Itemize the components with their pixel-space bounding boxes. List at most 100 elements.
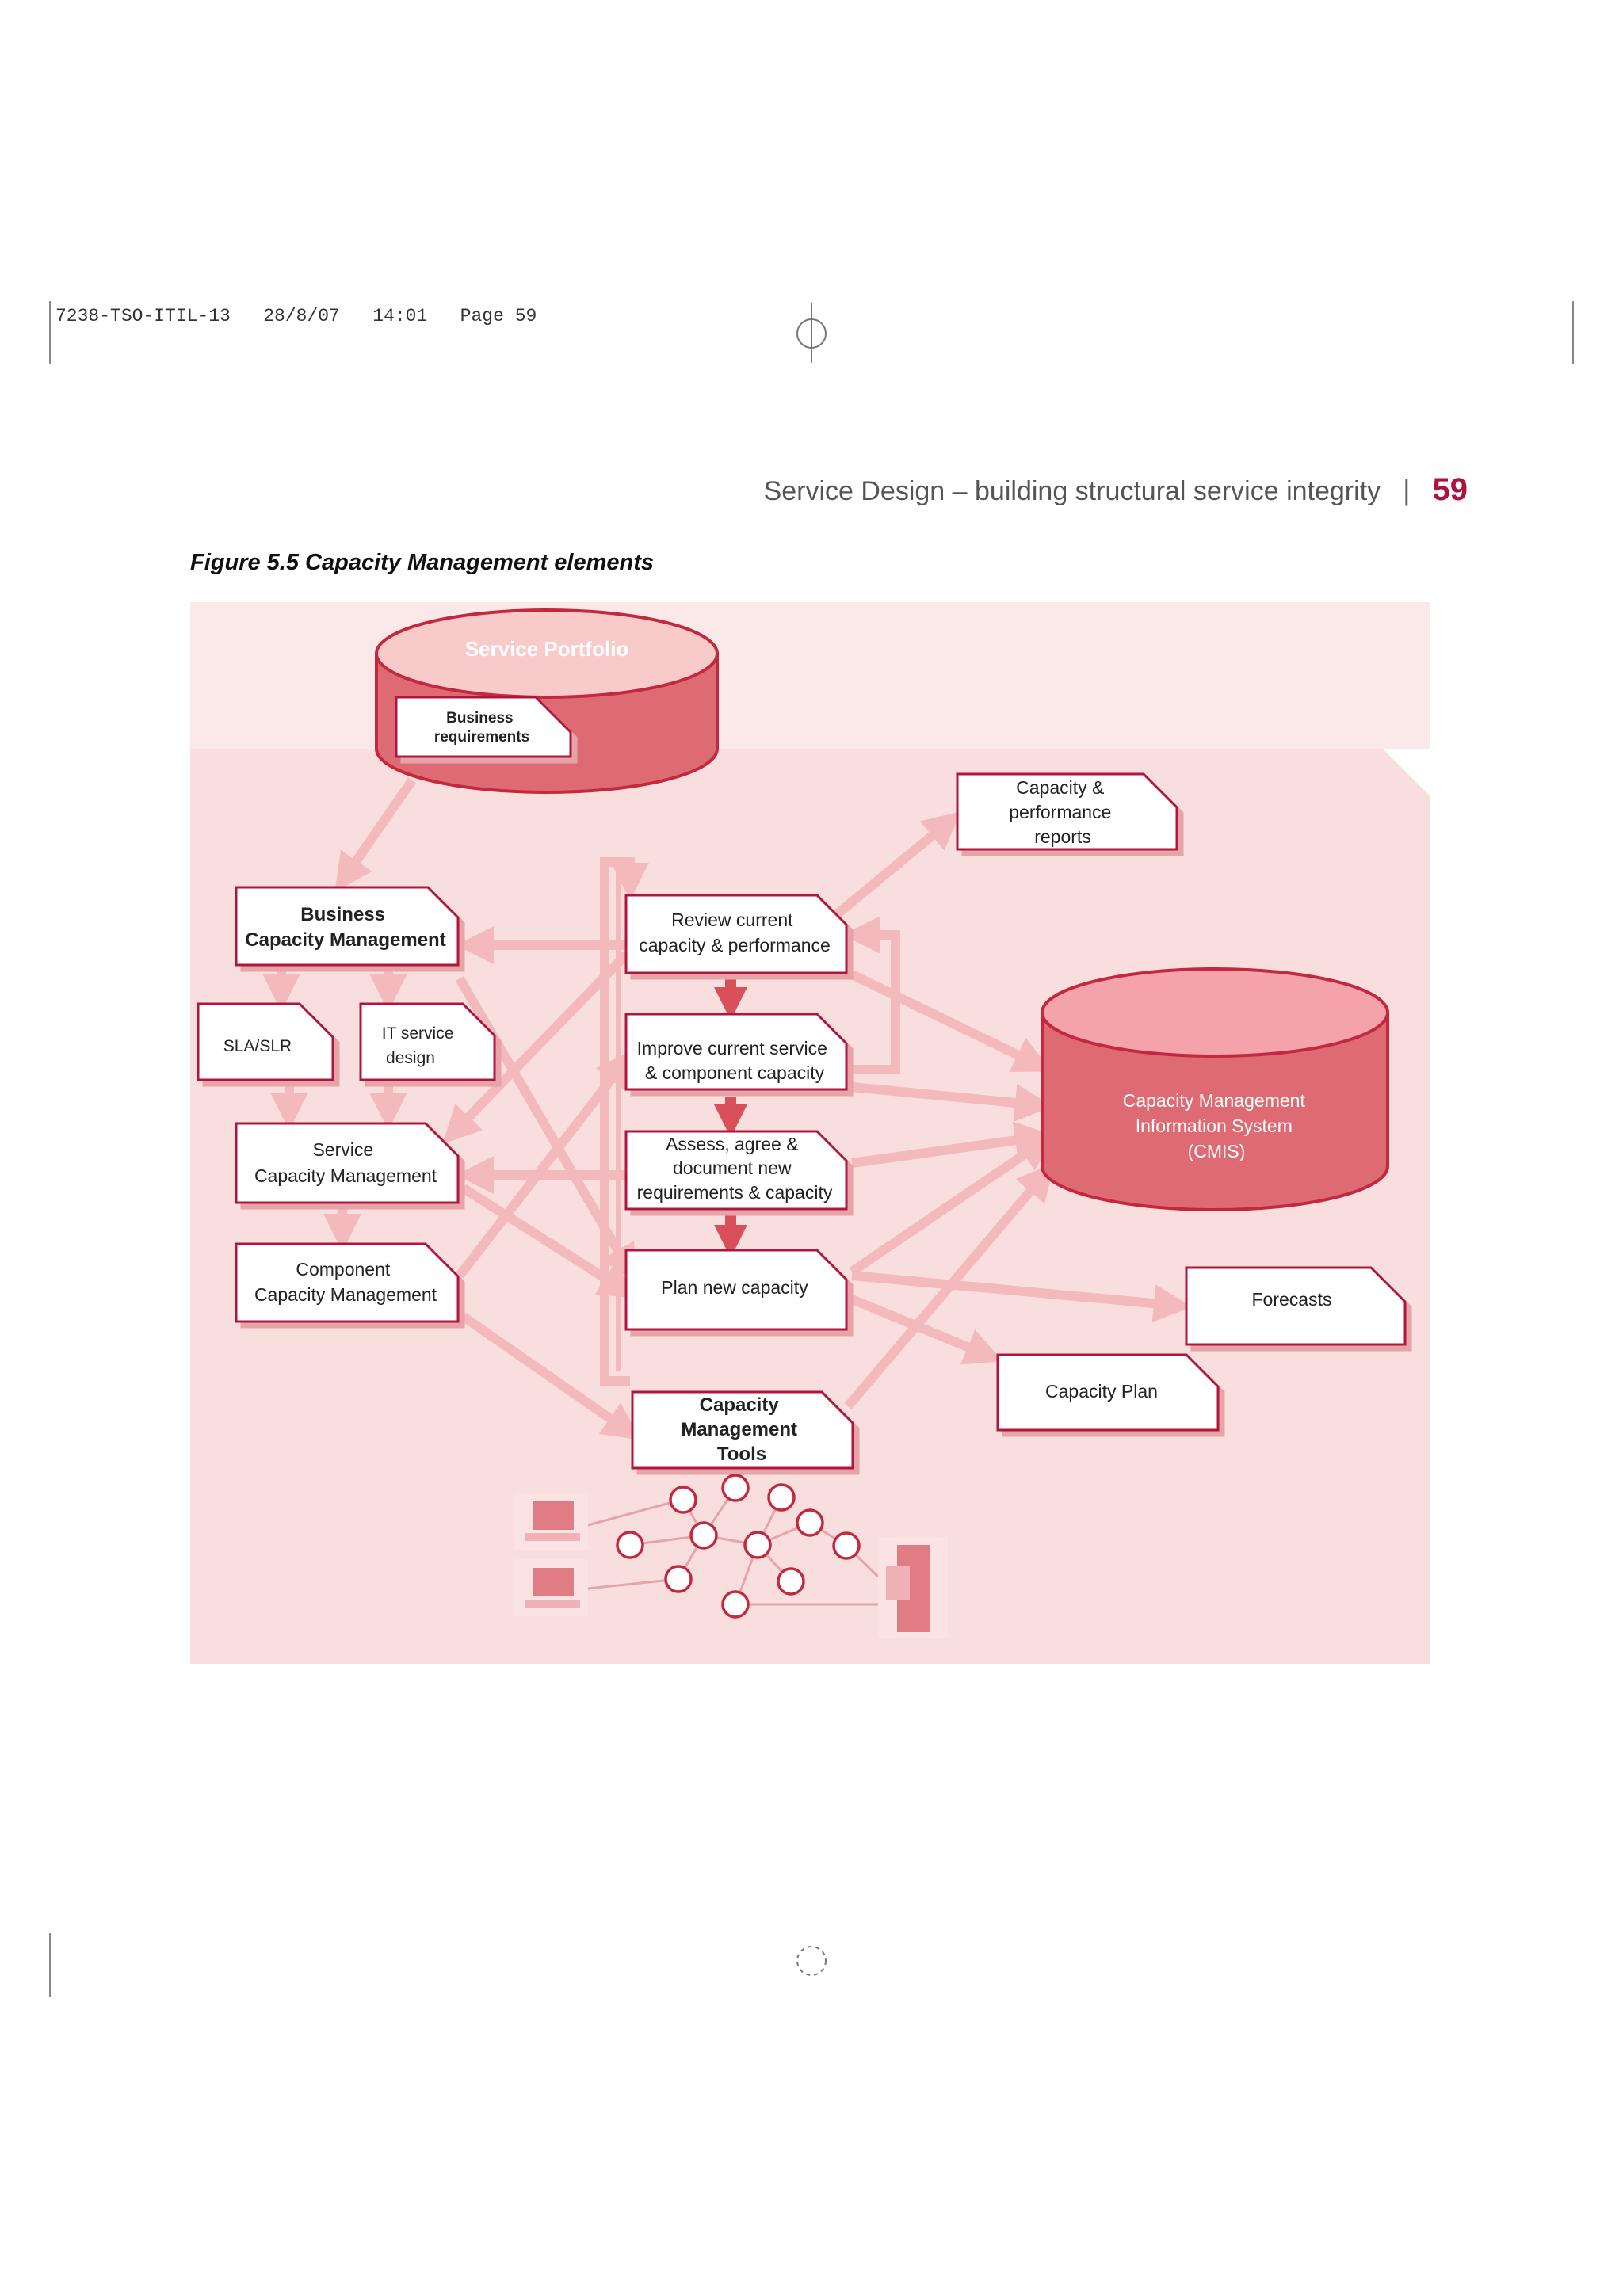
- assess-line-2: document new: [673, 1158, 792, 1178]
- service-capacity-box: [235, 1122, 460, 1204]
- server-icon: [878, 1537, 948, 1638]
- component-capacity-line-2: Capacity Management: [254, 1284, 437, 1305]
- review-line-2: capacity & performance: [639, 935, 831, 955]
- node-11: [721, 1590, 750, 1619]
- capacity-plan-box: [996, 1353, 1220, 1432]
- review-box: [624, 894, 848, 974]
- arrow-loop-review-improve: [842, 916, 900, 1074]
- business-capacity-label: Business Capacity Management: [245, 904, 445, 951]
- component-capacity-box: [235, 1242, 460, 1323]
- assess-label: Assess, agree & document new requirement…: [637, 1134, 833, 1203]
- desktop-2-screen: [533, 1568, 574, 1596]
- crop-mark-top-left: [49, 301, 51, 364]
- node-3: [767, 1483, 796, 1512]
- node-10: [777, 1567, 805, 1596]
- business-requirements-label: Business requirements: [434, 710, 529, 746]
- arrow-assess-to-cmis: [851, 1121, 1053, 1168]
- running-header: Service Design – building structural ser…: [764, 472, 1468, 508]
- arrow-component-to-improve: [456, 1049, 635, 1279]
- crop-mark-top-right: [1572, 301, 1574, 364]
- assess-line-3: requirements & capacity: [637, 1182, 833, 1203]
- document-boxes: [197, 696, 1407, 1470]
- cmis-cylinder: Capacity Management Information System (…: [1041, 967, 1389, 1211]
- header-separator: |: [1403, 474, 1411, 506]
- cmis-label-line-3: (CMIS): [1188, 1141, 1246, 1161]
- tools-network: [515, 1474, 948, 1638]
- header-title: Service Design – building structural ser…: [763, 476, 1381, 506]
- service-portfolio-top: [375, 608, 719, 699]
- business-capacity-line-1: Business: [300, 904, 385, 925]
- plan-new-label: Plan new capacity: [661, 1277, 808, 1298]
- node-7: [796, 1508, 824, 1537]
- node-8: [832, 1531, 861, 1560]
- it-service-design-label: IT service design: [382, 1024, 458, 1067]
- assess-line-1: Assess, agree &: [666, 1134, 798, 1154]
- cmis-body: [1041, 1011, 1389, 1211]
- business-requirements-line-1: Business: [446, 710, 513, 727]
- server-screen: [886, 1566, 910, 1600]
- cmis-label-line-1: Capacity Management: [1123, 1090, 1306, 1111]
- perf-reports-label: Capacity & performance reports: [1009, 777, 1117, 847]
- improve-line-1: Improve current service: [637, 1038, 827, 1058]
- perf-reports-line-2: performance: [1009, 802, 1111, 822]
- arrow-improve-to-cmis: [851, 1082, 1053, 1122]
- service-capacity-line-1: Service: [312, 1139, 373, 1160]
- plan-new-box: [624, 1249, 848, 1331]
- cmis-label: Capacity Management Information System (…: [1123, 1090, 1311, 1161]
- page-number: 59: [1432, 472, 1468, 507]
- forecasts-label: Forecasts: [1252, 1289, 1332, 1310]
- forecasts-box: [1185, 1266, 1407, 1346]
- node-9: [664, 1565, 693, 1593]
- review-label: Review current capacity & performance: [639, 910, 831, 955]
- desktop-1-screen: [533, 1501, 574, 1530]
- node-6: [743, 1531, 772, 1559]
- perf-reports-line-1: Capacity &: [1016, 777, 1104, 798]
- improve-box: [624, 1013, 848, 1091]
- service-capacity-line-2: Capacity Management: [254, 1165, 437, 1186]
- sla-slr-label: SLA/SLR: [223, 1037, 292, 1055]
- it-service-design-line-2: design: [386, 1049, 435, 1067]
- box-labels: Business requirements Business Capacity …: [223, 710, 1332, 1465]
- improve-label: Improve current service & component capa…: [637, 1038, 833, 1083]
- capacity-plan-label: Capacity Plan: [1045, 1381, 1158, 1402]
- cmis-label-line-2: Information System: [1136, 1116, 1293, 1136]
- tools-line-2: Management: [681, 1419, 797, 1440]
- crop-mark-bottom-left: [49, 1933, 51, 1997]
- tools-box: [631, 1390, 854, 1470]
- figure-caption: Figure 5.5 Capacity Management elements: [190, 550, 655, 575]
- assess-box: [624, 1130, 848, 1211]
- arrow-loop-left: [600, 857, 649, 1386]
- arrow-plan-to-business: [442, 951, 630, 1145]
- registration-circle-bottom: [796, 1946, 827, 1976]
- link-1: [587, 1498, 682, 1527]
- desktop-1-base: [525, 1533, 580, 1541]
- business-requirements-line-2: requirements: [434, 729, 529, 746]
- tools-label: Capacity Management Tools: [681, 1394, 802, 1465]
- business-capacity-line-2: Capacity Management: [245, 929, 445, 951]
- improve-line-2: & component capacity: [645, 1062, 825, 1083]
- node-1: [669, 1486, 697, 1514]
- service-portfolio-label: Service Portfolio: [465, 637, 629, 661]
- desktop-computer-icon-1: [515, 1493, 588, 1550]
- business-requirements-box: [395, 696, 572, 758]
- arrow-plan-to-forecasts: [851, 1271, 1192, 1323]
- it-service-design-box: [359, 1002, 496, 1081]
- desktop-computer-icon-2: [515, 1559, 588, 1616]
- arrow-component-to-tools: [460, 1313, 641, 1440]
- perf-reports-line-3: reports: [1034, 826, 1091, 847]
- node-2: [721, 1474, 750, 1502]
- registration-marks: [796, 303, 827, 1976]
- node-4: [616, 1531, 644, 1559]
- arrow-portfolio-to-business: [334, 777, 416, 892]
- node-5: [689, 1521, 718, 1550]
- arrow-review-to-reports: [833, 811, 961, 919]
- arrow-plan-to-capacityplan: [850, 1295, 1003, 1365]
- network-nodes: [616, 1474, 861, 1619]
- service-capacity-label: Service Capacity Management: [254, 1139, 437, 1186]
- cmis-top: [1041, 967, 1389, 1058]
- link-2: [587, 1577, 679, 1590]
- arrow-service-to-plan: [460, 1184, 638, 1299]
- sla-slr-box: [197, 1002, 334, 1081]
- desktop-2-base: [525, 1600, 580, 1608]
